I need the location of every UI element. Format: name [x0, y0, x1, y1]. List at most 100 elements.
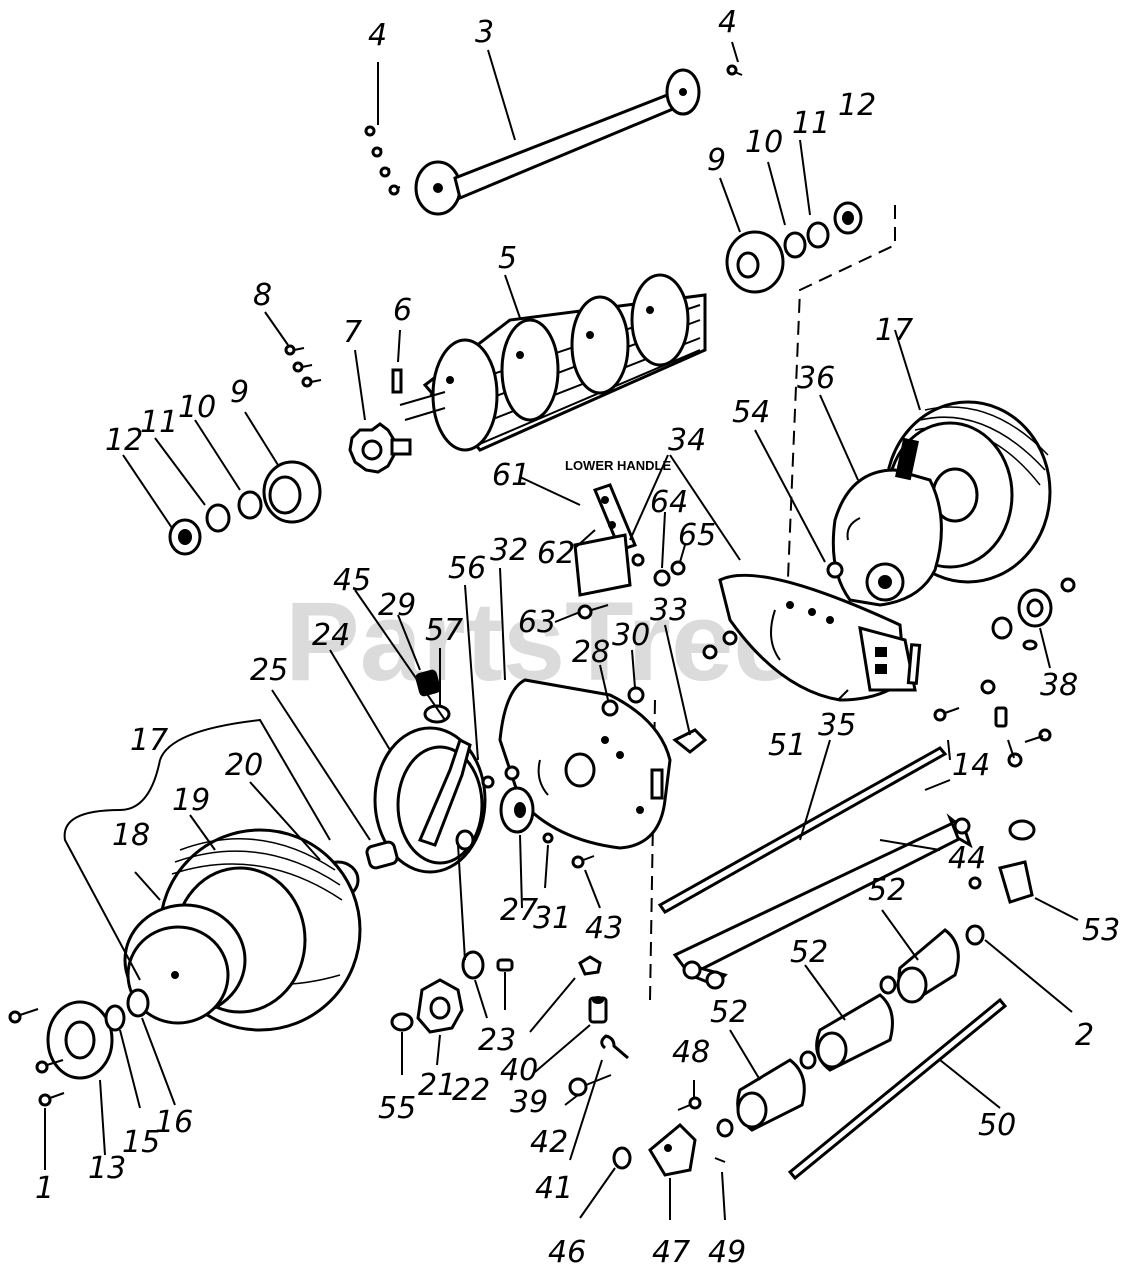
callout-23: 23	[478, 1023, 516, 1058]
callout-32: 32	[490, 533, 528, 568]
callout-9-right: 9	[707, 143, 726, 178]
callout-11-right: 11	[792, 106, 830, 141]
screw-right	[726, 64, 743, 76]
callout-17-right: 17	[875, 313, 913, 348]
callout-10-right: 10	[745, 125, 783, 160]
nut-30	[627, 686, 645, 704]
callout-48: 48	[672, 1035, 710, 1070]
spacer-52-mid	[879, 975, 897, 995]
pin-49	[714, 1157, 726, 1163]
roller-frame-44	[672, 813, 973, 990]
spacer-52-low	[799, 1050, 817, 1070]
callout-8: 8	[253, 278, 272, 313]
cam-plate-part	[499, 765, 535, 834]
callout-53: 53	[1082, 913, 1120, 948]
washer-right-11	[806, 221, 830, 249]
screw-set-1	[8, 1008, 65, 1107]
spacer-2	[965, 924, 985, 946]
bearing-left-12	[168, 518, 202, 556]
callout-22: 22	[452, 1073, 490, 1108]
bearing-housing-left	[262, 460, 322, 524]
callout-43: 43	[585, 911, 623, 946]
callout-9-left: 9	[230, 375, 249, 410]
callout-1: 1	[35, 1171, 54, 1206]
callout-4-right: 4	[718, 5, 737, 40]
pinion-21	[416, 978, 464, 1034]
callout-7: 7	[343, 315, 362, 350]
bearing-housing-right	[725, 230, 785, 294]
callout-13: 13	[88, 1151, 126, 1186]
callout-34: 34	[668, 423, 706, 458]
callout-29: 29	[378, 588, 416, 623]
callout-15: 15	[122, 1125, 160, 1160]
callout-55: 55	[378, 1091, 416, 1126]
washer-right-10	[783, 231, 807, 259]
roller-52c	[736, 1058, 806, 1132]
bushing-25	[365, 840, 399, 870]
screw-56	[481, 775, 495, 789]
lower-handle-label: LOWER HANDLE	[565, 458, 671, 473]
callout-12-left: 12	[105, 423, 143, 458]
wheel-hub-18	[123, 903, 247, 1025]
callout-27: 27	[500, 893, 538, 928]
callout-62: 62	[537, 536, 575, 571]
washer-16	[126, 988, 150, 1018]
callout-54: 54	[732, 395, 770, 430]
callout-16: 16	[155, 1105, 193, 1140]
roller-52a	[896, 928, 960, 1004]
screw-set-left	[364, 125, 401, 196]
pinion-gear-part	[991, 577, 1076, 651]
callout-47: 47	[652, 1235, 690, 1270]
callout-28: 28	[572, 635, 610, 670]
gear-housing-part	[831, 437, 943, 607]
nut-54	[826, 561, 844, 579]
shaft-part	[414, 68, 701, 216]
callout-18: 18	[112, 818, 150, 853]
callout-61: 61	[492, 458, 530, 493]
sprocket-part	[348, 422, 412, 474]
callout-35: 35	[818, 708, 856, 743]
pin-part	[391, 368, 403, 394]
clip-55	[390, 1012, 414, 1032]
callout-64: 64	[650, 485, 688, 520]
reel-part	[399, 273, 707, 452]
callout-3: 3	[475, 15, 494, 50]
bolt-42	[568, 1074, 612, 1097]
bearing-right-12	[833, 201, 863, 235]
washer-left-10	[237, 490, 263, 520]
callout-36: 36	[797, 361, 835, 396]
callout-45: 45	[333, 563, 371, 598]
key-23	[496, 958, 514, 972]
callout-50: 50	[978, 1108, 1016, 1143]
callout-19: 19	[172, 783, 210, 818]
callout-12-right: 12	[838, 88, 876, 123]
handle-bracket-part	[573, 483, 738, 660]
cap-46	[612, 1146, 632, 1170]
assembly-dashed-line-right	[784, 205, 896, 651]
washer-22	[461, 950, 485, 980]
callout-6: 6	[393, 293, 412, 328]
callout-10-left: 10	[178, 390, 216, 425]
callout-21: 21	[418, 1068, 456, 1103]
callout-33: 33	[650, 593, 688, 628]
clutch-drum-part	[373, 726, 487, 874]
callout-39: 39	[510, 1085, 548, 1120]
callout-38: 38	[1040, 668, 1078, 703]
screw-48	[677, 1096, 702, 1111]
leader-lines	[44, 41, 1079, 1221]
screw-43	[571, 855, 585, 869]
callout-2: 2	[1075, 1018, 1094, 1053]
clip-33	[672, 728, 708, 754]
nut-28	[601, 699, 619, 717]
callout-30: 30	[612, 618, 650, 653]
callout-11-left: 11	[140, 405, 178, 440]
callout-65: 65	[678, 518, 716, 553]
spring-57	[415, 669, 441, 697]
bracket-53	[968, 819, 1036, 904]
callout-56: 56	[448, 551, 486, 586]
eyebolt-41	[600, 1034, 629, 1060]
callout-17-left: 17	[130, 723, 168, 758]
callout-25: 25	[250, 653, 288, 688]
callout-20: 20	[225, 748, 263, 783]
